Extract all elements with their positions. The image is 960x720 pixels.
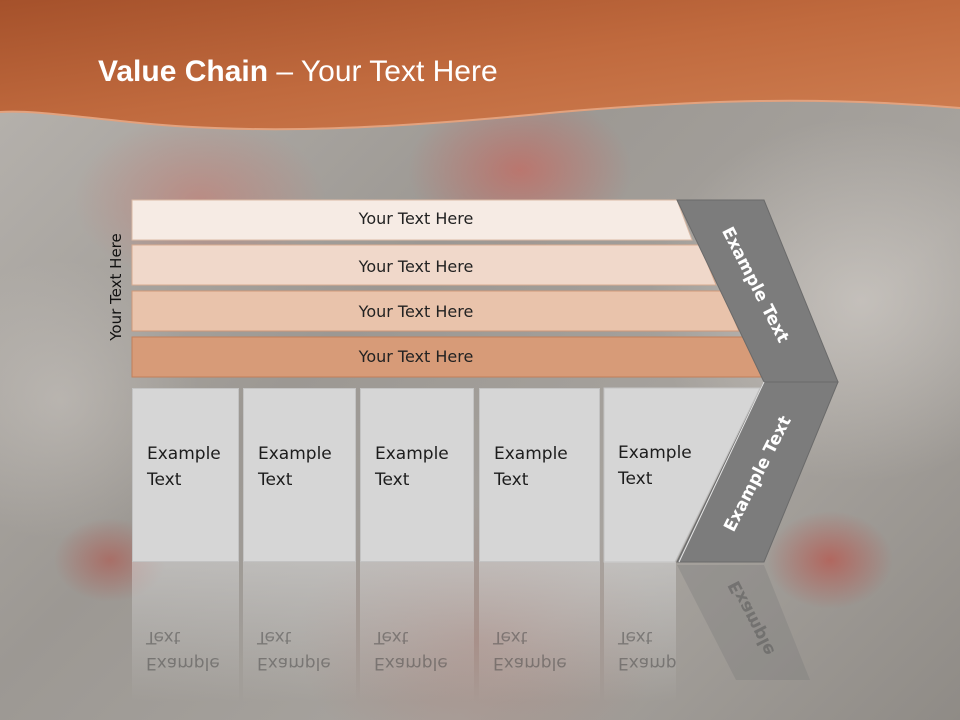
bar-1-label: Your Text Here xyxy=(358,209,474,228)
bar-4-label: Your Text Here xyxy=(358,347,474,366)
column-4: Example Text xyxy=(479,388,600,562)
column-2-reflection-label: Example Text xyxy=(257,627,331,673)
column-4-label: Example Text xyxy=(494,444,568,490)
column-5-reflection: Example Text xyxy=(604,562,676,702)
column-4-reflection: Example Text xyxy=(479,562,600,702)
column-5: Example Text xyxy=(604,388,724,562)
column-1-reflection: Example Text xyxy=(132,562,239,702)
chevron-lower xyxy=(676,381,839,563)
column-3: Example Text xyxy=(360,388,474,562)
column-2: Example Text xyxy=(243,388,356,562)
column-2-label: Example Text xyxy=(258,444,332,490)
title-bold: Value Chain xyxy=(98,55,269,88)
bar-2-label: Your Text Here xyxy=(358,257,474,276)
column-3-reflection-label: Example Text xyxy=(374,627,448,673)
header-banner xyxy=(0,0,960,131)
bar-3 xyxy=(131,290,740,332)
bar-3-label: Your Text Here xyxy=(358,302,474,321)
column-1-label: Example Text xyxy=(147,444,221,490)
bar-2 xyxy=(131,244,717,286)
bar-1 xyxy=(131,199,693,241)
column-5-label: Example Text xyxy=(618,443,692,489)
chevron-reflection xyxy=(677,565,810,680)
column-4-reflection-label: Example Text xyxy=(493,627,567,673)
column-3-reflection: Example Text xyxy=(360,562,474,702)
title-rest: – Your Text Here xyxy=(268,55,498,88)
column-1-reflection-label: Example Text xyxy=(146,627,220,673)
column-1: Example Text xyxy=(132,388,239,562)
column-3-label: Example Text xyxy=(375,444,449,490)
page-title: Value Chain – Your Text Here xyxy=(98,55,498,89)
column-5-reflection-label: Example Text xyxy=(618,627,676,673)
column-2-reflection: Example Text xyxy=(243,562,356,702)
